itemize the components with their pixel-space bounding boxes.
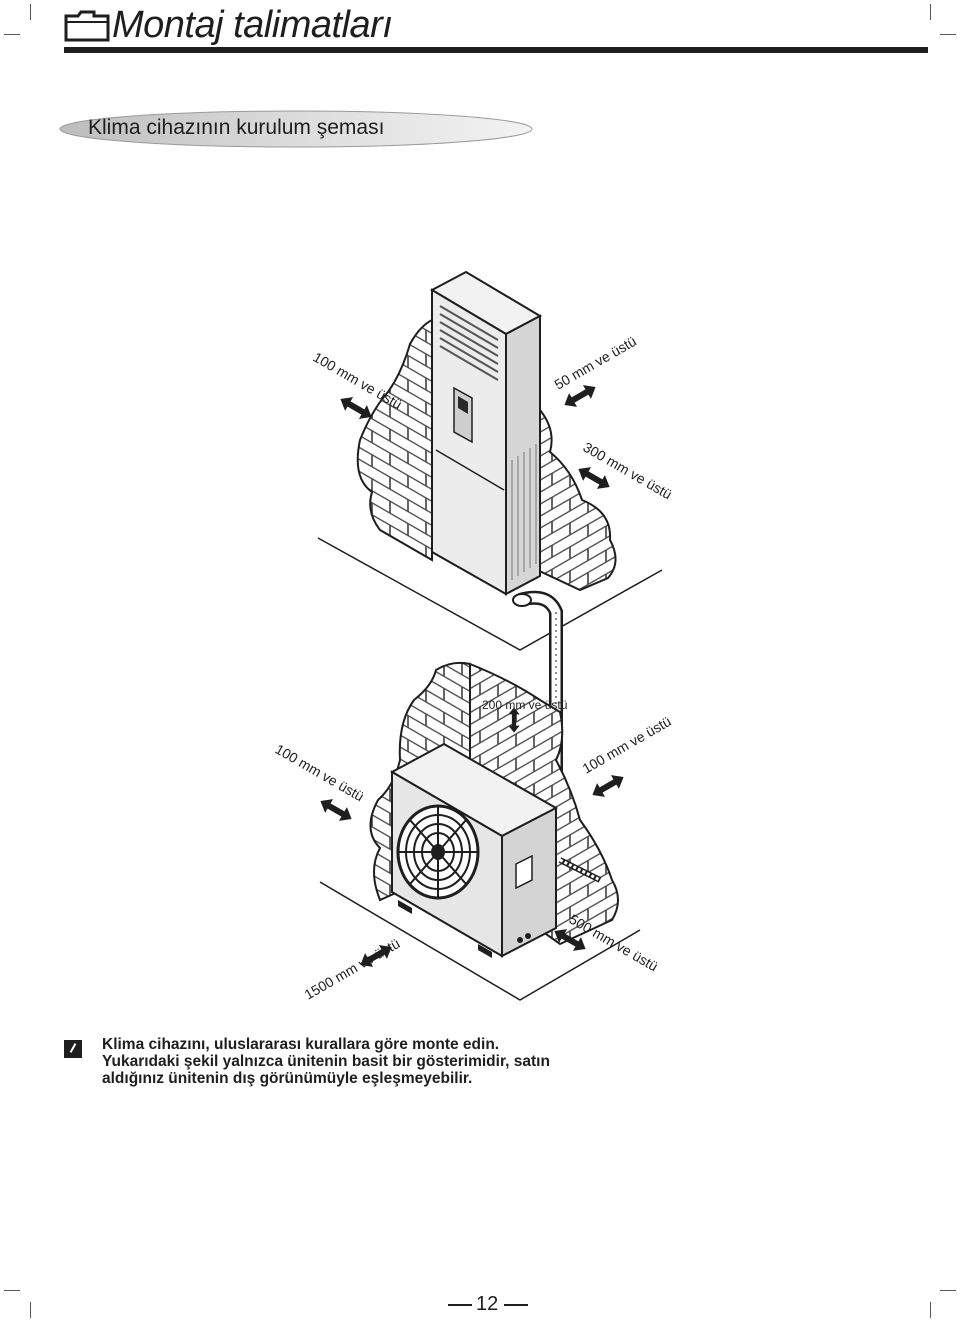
clearance-label-indoor-left: 100 mm ve üstü <box>311 349 405 413</box>
indoor-unit <box>429 270 543 596</box>
clearance-label-outdoor-top: 200 mm ve üstü <box>482 698 567 712</box>
section-title: Klima cihazının kurulum şeması <box>88 116 385 139</box>
crop-mark <box>940 1290 956 1291</box>
clearance-label-outdoor-right: 100 mm ve üstü <box>580 713 674 777</box>
crop-mark <box>940 34 956 35</box>
note-line: Yukarıdaki şekil yalnızca ünitenin basit… <box>102 1053 550 1070</box>
note-line: Klima cihazını, uluslararası kurallara g… <box>102 1036 500 1053</box>
section-pill <box>59 110 533 148</box>
page-number-rule <box>504 1304 528 1306</box>
folder-icon <box>64 10 110 42</box>
page-number-rule <box>448 1304 472 1306</box>
clearance-label-outdoor-left: 100 mm ve üstü <box>273 741 367 805</box>
note-icon <box>64 1040 82 1058</box>
crop-mark <box>30 1302 31 1318</box>
crop-mark <box>30 4 31 20</box>
page-title: Montaj talimatları <box>112 4 393 46</box>
clearance-label-indoor-right: 300 mm ve üstü <box>581 439 675 503</box>
clearance-label-outdoor-bottom: 1500 mm ve üstü <box>302 935 403 1003</box>
outdoor-unit <box>389 742 559 958</box>
header-rule <box>64 47 928 53</box>
crop-mark <box>4 1290 20 1291</box>
crop-mark <box>4 34 20 35</box>
crop-mark <box>930 1302 931 1318</box>
installation-note: Klima cihazını, uluslararası kurallara g… <box>102 1036 550 1087</box>
crop-mark <box>930 4 931 20</box>
page-number: 12 <box>476 1293 499 1315</box>
note-line: aldığınız ünitenin dış görünümüyle eşleş… <box>102 1070 473 1087</box>
clearance-label-indoor-top: 50 mm ve üstü <box>552 333 640 393</box>
